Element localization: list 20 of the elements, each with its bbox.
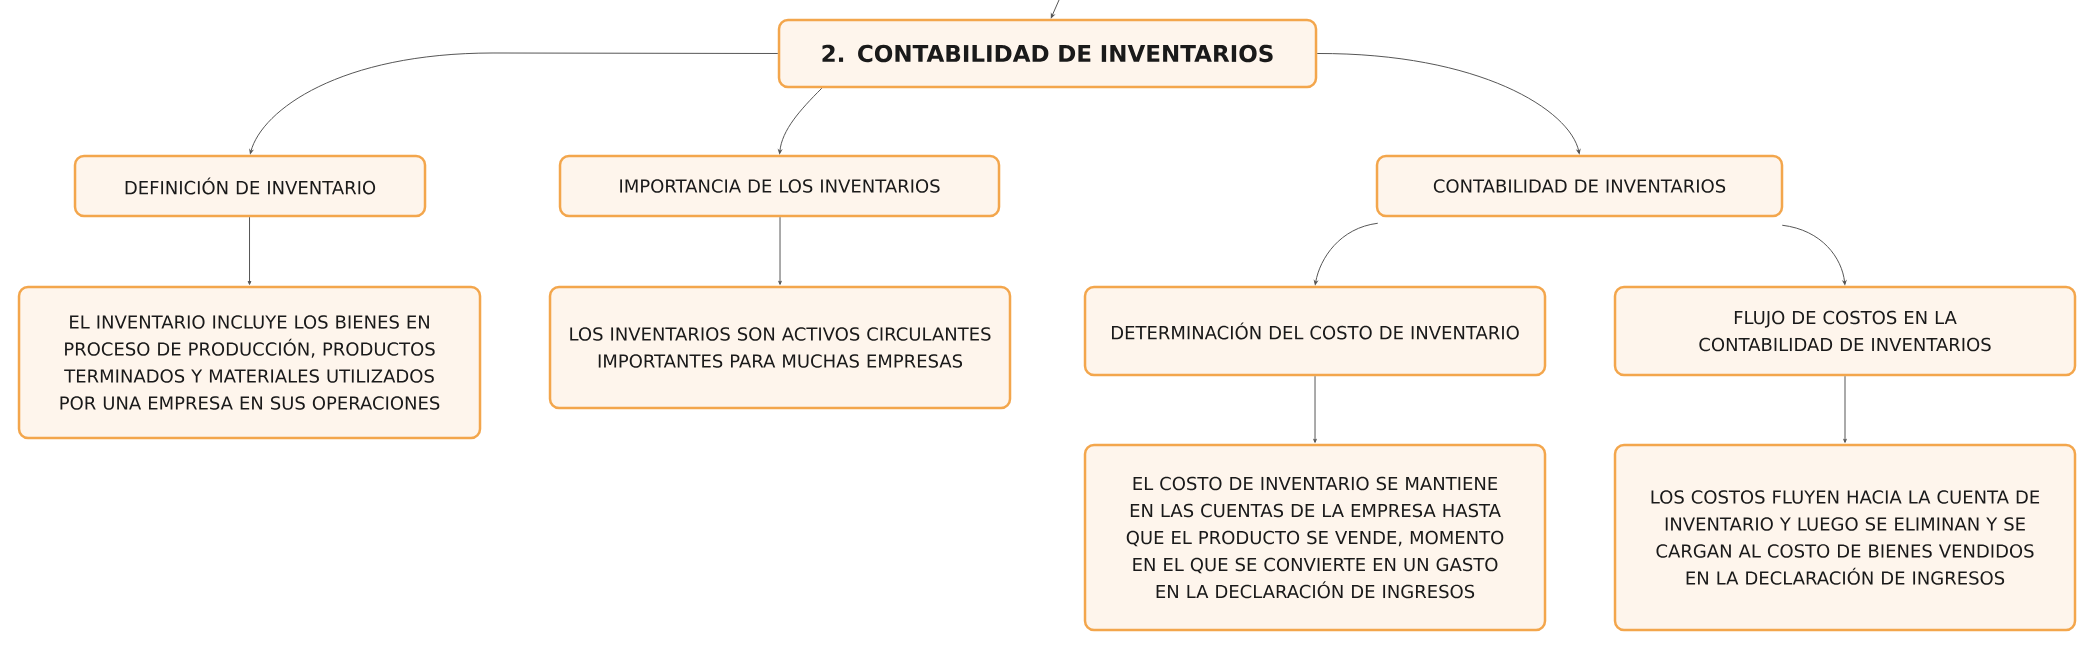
subtopic-box: IMPORTANCIA DE LOS INVENTARIOS [558,154,1001,218]
text-box: EL COSTO DE INVENTARIO SE MANTIENE EN LAS CUENTAS DE LA EMPRESA HASTA QUE EL PRODUCTO SE VENDE, MOMENTO EN EL QUE SE CONVIERTE EN UN GASTO EN LA DECLARACIÓN DE INGRESOS [1083,443,1547,632]
connector-arrow [1313,375,1317,443]
connector-arrow [1050,0,1060,19]
text-box: EL INVENTARIO INCLUYE LOS BIENES EN PROCESO DE PRODUCCIÓN, PRODUCTOS TERMINADOS Y MATERIALES UTILIZADOS POR UNA EMPRESA EN SUS OPERACIONES [17,285,482,440]
subtopic-box: CONTABILIDAD DE INVENTARIOS [1375,154,1784,218]
connector-arrow [1316,53,1581,154]
subtopic-box: DETERMINACIÓN DEL COSTO DE INVENTARIO [1083,285,1547,377]
topic-box: 2. CONTABILIDAD DE INVENTARIOS [777,18,1318,89]
connector-arrow [1314,222,1379,285]
connector-arrow [1843,375,1847,443]
text-box: LOS INVENTARIOS SON ACTIVOS CIRCULANTES IMPORTANTES PARA MUCHAS EMPRESAS [548,285,1012,410]
subtopic-box: FLUJO DE COSTOS EN LA CONTABILIDAD DE INVENTARIOS [1613,285,2077,377]
connector-arrow [247,216,252,285]
subtopic-box: DEFINICIÓN DE INVENTARIO [73,154,427,218]
connector-arrow [249,52,779,154]
connector-arrow [1781,224,1847,285]
connector-arrow [778,216,782,285]
connector-arrow [778,87,823,154]
text-box: LOS COSTOS FLUYEN HACIA LA CUENTA DE INVENTARIO Y LUEGO SE ELIMINAN Y SE CARGAN AL COSTO DE BIENES VENDIDOS EN LA DECLARACIÓN DE INGRESOS [1613,443,2077,632]
